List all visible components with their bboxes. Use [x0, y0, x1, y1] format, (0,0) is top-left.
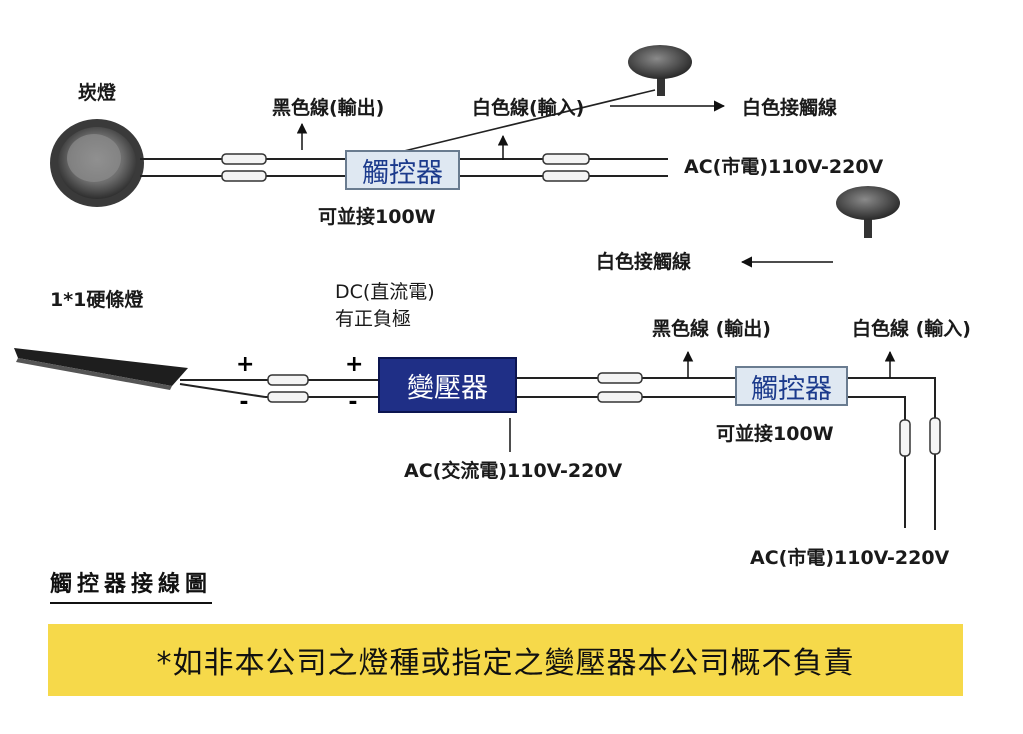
minus-sign-transformer: -: [348, 390, 358, 415]
cabinet-lamp-icon: [50, 119, 144, 207]
white-wire-input-top-label: 白色線(輸入): [472, 97, 585, 119]
white-wire-input-bottom-label: 白色線 (輸入): [852, 318, 971, 340]
disclaimer-text: *如非本公司之燈種或指定之變壓器本公司概不負責: [156, 646, 855, 681]
hard-strip-lamp-icon: [14, 348, 188, 390]
black-wire-output-top-label: 黑色線(輸出): [272, 97, 385, 119]
minus-sign-strip: -: [239, 390, 249, 415]
parallel-100w-bottom-label: 可並接100W: [716, 423, 834, 445]
ac-alternating-label: AC(交流電)110V-220V: [404, 460, 623, 482]
bottom-ac-wires: [848, 377, 936, 530]
ac-mains-top-label: AC(市電)110V-220V: [684, 156, 884, 178]
bottom-dc-connectors: [267, 374, 309, 403]
plus-sign-transformer: +: [345, 352, 364, 377]
hard-strip-lamp-label: 1*1硬條燈: [50, 289, 144, 311]
touch-controller-bottom: 觸控器: [735, 366, 848, 406]
touch-wire-diagonal: [399, 89, 656, 153]
cabinet-lamp-label: 崁燈: [78, 82, 117, 104]
ac-mains-bottom-label: AC(市電)110V-220V: [750, 547, 950, 569]
white-touch-wire-middle-label: 白色接觸線: [596, 251, 692, 273]
bottom-middle-connectors: [597, 372, 643, 403]
dc-label-line2: 有正負極: [335, 308, 412, 330]
transformer-box: 變壓器: [378, 357, 517, 413]
touch-controller-top: 觸控器: [345, 150, 460, 190]
touch-pad-middle-icon: [836, 186, 900, 238]
bottom-ac-connectors: [899, 417, 941, 457]
parallel-100w-top-label: 可並接100W: [318, 206, 436, 228]
plus-sign-strip: +: [236, 352, 255, 377]
top-up-arrows: [296, 122, 509, 160]
touch-pad-top-icon: [628, 45, 692, 96]
top-connectors: [221, 153, 590, 182]
disclaimer-banner: *如非本公司之燈種或指定之變壓器本公司概不負責: [48, 624, 963, 696]
dc-label-line1: DC(直流電): [335, 281, 435, 303]
white-touch-wire-top-label: 白色接觸線: [742, 97, 838, 119]
black-wire-output-bottom-label: 黑色線 (輸出): [652, 318, 771, 340]
diagram-caption: 觸控器接線圖: [50, 566, 213, 604]
